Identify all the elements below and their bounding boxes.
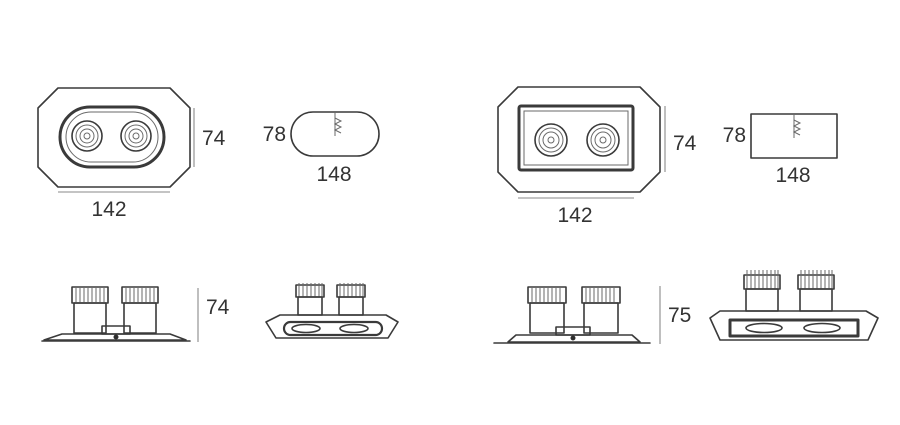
right-top-view-width-label: 142 [557,204,592,227]
left-perspective-trim [282,320,384,337]
right-perspective-view [709,270,879,341]
left-side-view-height-label: 74 [206,296,230,319]
right-perspective-faceplate [709,310,879,341]
left-top-view: 142 74 [37,87,226,221]
right-perspective-lens-1 [745,322,783,334]
left-perspective-heatsink-2 [336,283,366,316]
right-top-view-trim [517,104,635,172]
right-side-view-flange [507,334,641,343]
left-top-view-width-label: 142 [91,198,126,221]
left-cutout: 78 148 [263,111,380,186]
left-perspective-heatsink-1 [295,283,325,316]
right-top-view-height-label: 74 [673,132,697,155]
left-side-view: 74 [41,286,230,342]
left-top-view-lens-2 [120,120,152,152]
right-perspective-heatsink-2 [797,270,835,312]
left-top-view-trim-inner [65,111,159,163]
right-side-view-heatsink-2 [581,286,621,334]
left-top-view-lens-1 [71,120,103,152]
right-top-view-lens-2 [586,123,620,157]
left-perspective-lens-2 [339,323,369,334]
right-top-view-trim-inner [523,110,629,166]
left-side-view-screw-icon [113,334,119,340]
right-side-view-height-label: 75 [668,304,691,327]
left-perspective-view [265,283,399,339]
left-top-view-height-label: 74 [202,127,226,150]
right-perspective-trim [728,318,860,338]
right-cutout-zigzag-icon [792,119,802,136]
left-side-view-heatsink-1 [71,286,109,334]
right-top-view-faceplate [497,86,661,193]
right-perspective-heatsink-1 [743,270,781,312]
right-side-view: 75 [493,286,691,344]
right-top-view: 142 74 [497,86,697,227]
right-top-view-lens-1 [534,123,568,157]
right-side-view-screw-icon [570,335,576,341]
left-top-view-faceplate [37,87,191,188]
right-cutout: 78 148 [723,113,838,187]
right-cutout-depth-label: 78 [723,124,746,147]
left-cutout-zigzag-icon [333,117,343,134]
left-cutout-depth-label: 78 [263,123,286,146]
right-perspective-lens-2 [803,322,841,334]
right-cutout-length-label: 148 [775,164,810,187]
left-side-view-flange [43,333,187,341]
left-side-view-heatsink-2 [121,286,159,334]
left-top-view-trim [58,105,166,169]
right-side-view-heatsink-1 [527,286,567,334]
left-perspective-lens-1 [291,323,321,334]
left-perspective-faceplate [265,314,399,339]
left-cutout-length-label: 148 [316,163,351,186]
